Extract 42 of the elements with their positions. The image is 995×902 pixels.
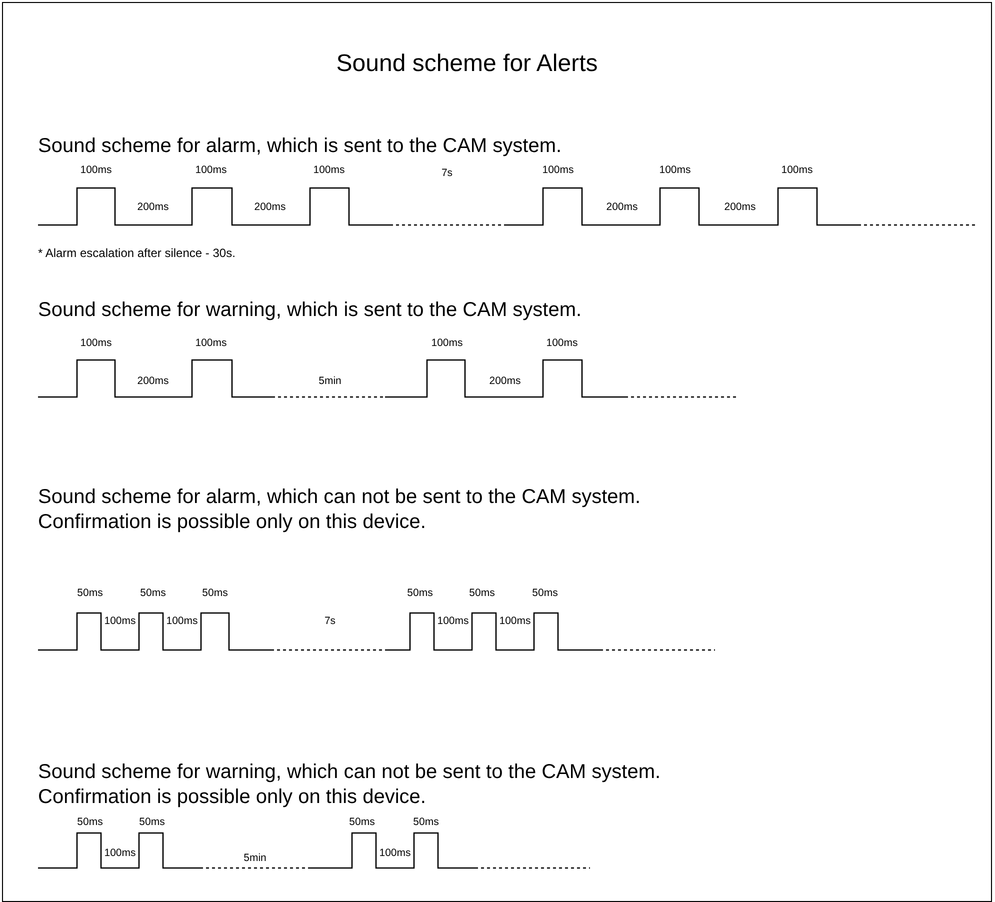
duration-label: 100ms bbox=[659, 164, 691, 176]
section-heading: Sound scheme for alarm, which can not be sent to the CAM system. Confirmation is possible only on this device. bbox=[38, 485, 642, 535]
duration-label: 200ms bbox=[254, 201, 286, 213]
duration-label: 200ms bbox=[489, 375, 521, 387]
duration-label: 200ms bbox=[137, 375, 169, 387]
duration-label: 100ms bbox=[546, 337, 578, 349]
duration-label: 100ms bbox=[195, 164, 227, 176]
duration-label: 100ms bbox=[104, 847, 136, 859]
duration-label: 100ms bbox=[195, 337, 227, 349]
section-heading: Sound scheme for warning, which is sent to the CAM system. bbox=[38, 298, 582, 323]
duration-label: 100ms bbox=[781, 164, 813, 176]
duration-label: 5min bbox=[318, 375, 342, 387]
section-heading: Sound scheme for alarm, which is sent to the CAM system. bbox=[38, 134, 562, 159]
duration-label: 100ms bbox=[437, 615, 469, 627]
duration-label: 50ms bbox=[77, 587, 103, 599]
diagram-title: Sound scheme for Alerts bbox=[336, 50, 598, 78]
duration-label: 100ms bbox=[80, 164, 112, 176]
duration-label: 100ms bbox=[499, 615, 531, 627]
duration-label: 50ms bbox=[469, 587, 495, 599]
duration-label: 100ms bbox=[431, 337, 463, 349]
duration-label: 100ms bbox=[313, 164, 345, 176]
duration-label: 50ms bbox=[407, 587, 433, 599]
duration-label: 100ms bbox=[104, 615, 136, 627]
duration-label: 50ms bbox=[140, 587, 166, 599]
duration-label: 5min bbox=[244, 852, 266, 864]
duration-label: 50ms bbox=[77, 816, 103, 828]
duration-label: 50ms bbox=[139, 816, 165, 828]
duration-label: 200ms bbox=[724, 201, 756, 213]
duration-label: 50ms bbox=[413, 816, 439, 828]
duration-label: 7s bbox=[324, 615, 336, 627]
duration-label: 200ms bbox=[606, 201, 638, 213]
duration-label: 100ms bbox=[80, 337, 112, 349]
footnote: * Alarm escalation after silence - 30s. bbox=[38, 246, 236, 260]
duration-label: 50ms bbox=[349, 816, 375, 828]
duration-label: 50ms bbox=[532, 587, 558, 599]
duration-label: 100ms bbox=[379, 847, 411, 859]
section-heading: Sound scheme for warning, which can not be sent to the CAM system. Confirmation is possible only on this device. bbox=[38, 760, 662, 810]
duration-label: 200ms bbox=[137, 201, 169, 213]
duration-label: 100ms bbox=[542, 164, 574, 176]
duration-label: 100ms bbox=[166, 615, 198, 627]
duration-label: 50ms bbox=[202, 587, 228, 599]
duration-label: 7s bbox=[441, 167, 453, 179]
